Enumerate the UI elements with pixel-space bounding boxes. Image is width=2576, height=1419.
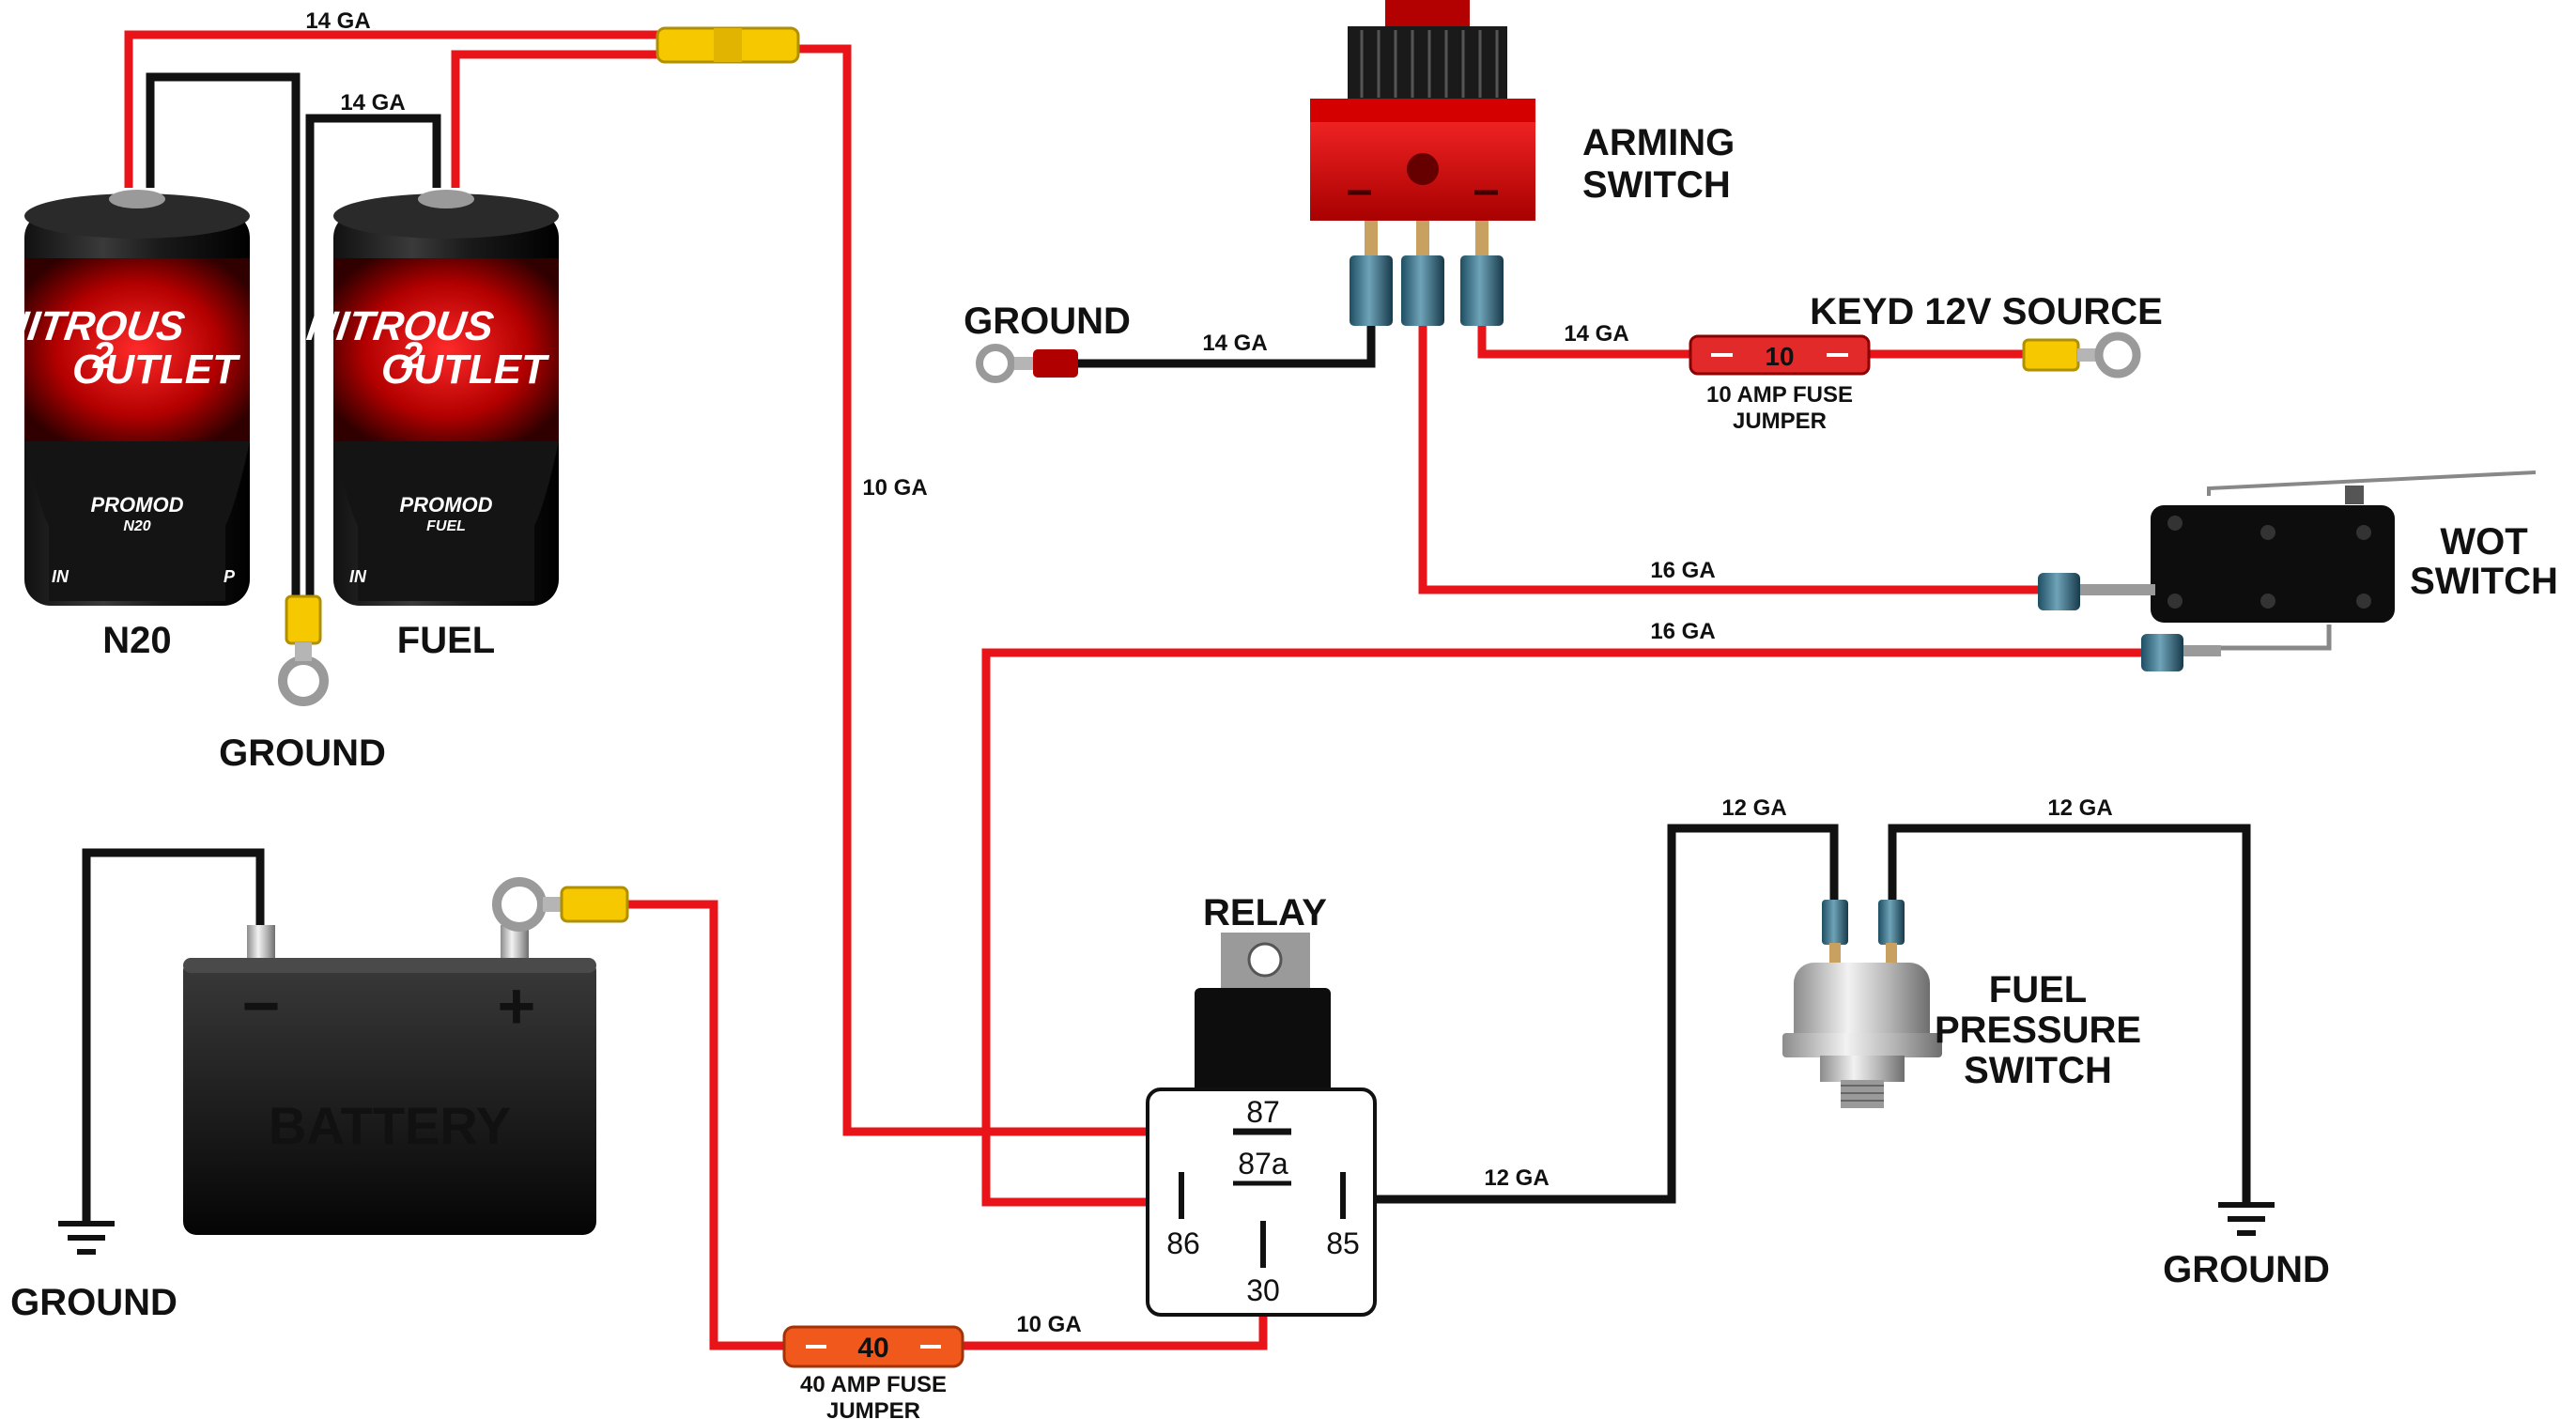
wire-85-to-pressure <box>1375 824 1839 1204</box>
relay-pin-86: 86 <box>1166 1226 1200 1260</box>
gauge-top-red: 14 GA <box>305 8 370 34</box>
relay-pin-87a: 87a <box>1238 1147 1288 1180</box>
arming-ground-label: GROUND <box>964 301 1131 342</box>
wire-arming-ground <box>1075 324 1376 368</box>
arming-fuse-caption-1: 10 AMP FUSE <box>1706 382 1853 408</box>
n2o-brand-top: NITROUS <box>0 303 188 349</box>
gauge-pressure-right: 12 GA <box>2047 795 2112 821</box>
solenoid-ground-label: GROUND <box>219 733 386 774</box>
wire-pressure-ground <box>1888 824 2251 1202</box>
arming-switch-label-1: ARMING <box>1582 122 1735 163</box>
gauge-relay-85: 12 GA <box>1484 1165 1549 1191</box>
gauge-feed-87: 10 GA <box>862 475 927 501</box>
fuel-pressure-label-1: FUEL <box>1989 969 2087 1010</box>
fuel-pressure-label-2: PRESSURE <box>1935 1010 2141 1051</box>
wire-fuel-power <box>451 50 662 188</box>
gauge-wot-in: 16 GA <box>1650 558 1715 583</box>
battery-fuse-40a: 40 <box>782 1325 964 1368</box>
gauge-top-black: 14 GA <box>340 90 405 116</box>
wire-battery-feed <box>627 900 784 1350</box>
top-butt-connector <box>656 26 800 64</box>
relay-pin-87: 87 <box>1246 1095 1280 1129</box>
wire-fuel-ground <box>305 114 441 601</box>
pressure-ground-label: GROUND <box>2163 1249 2330 1290</box>
wire-n2o-ground <box>146 72 301 601</box>
wire-battery-ground <box>82 848 265 1221</box>
fuel-brand-mid: 2 <box>401 335 423 377</box>
arming-ground-terminal <box>976 344 1078 383</box>
arming-fuse-10a: 10 <box>1689 334 1871 376</box>
battery-fuse-value: 40 <box>857 1333 888 1364</box>
wire-arming-to-wot <box>1418 324 2038 594</box>
n2o-series: PROMOD <box>91 493 184 517</box>
wot-label-1: WOT <box>2440 521 2527 563</box>
battery-label: BATTERY <box>269 1096 511 1155</box>
fuel-series: PROMOD <box>400 493 493 517</box>
fuel-port-in: IN <box>349 567 367 586</box>
keyed-source-terminal <box>2022 332 2141 378</box>
battery-ground-label: GROUND <box>10 1282 177 1323</box>
wot-lever-wire <box>2216 625 2332 651</box>
n2o-brand-mid: 2 <box>92 335 114 377</box>
wire-n2o-power <box>124 30 662 188</box>
wire-wot-to-86 <box>981 648 2151 1207</box>
n2o-label: N20 <box>102 620 171 661</box>
gauge-arming-ground: 14 GA <box>1202 331 1267 356</box>
battery: − + BATTERY <box>183 925 596 1235</box>
battery-minus-symbol: − <box>242 969 281 1042</box>
fuel-pressure-label-3: SWITCH <box>1964 1050 2112 1091</box>
fuel-solenoid: NITROUS 2 OUTLET PROMOD FUEL IN <box>304 190 559 606</box>
battery-plus-symbol: + <box>498 969 536 1042</box>
relay-pin-85: 85 <box>1326 1226 1360 1260</box>
wires <box>82 30 2332 1350</box>
fuel-label: FUEL <box>397 620 495 661</box>
relay-label: RELAY <box>1203 892 1327 933</box>
arming-switch-label-2: SWITCH <box>1582 164 1731 206</box>
battery-positive-terminal <box>492 877 629 932</box>
wot-label-2: SWITCH <box>2410 561 2558 602</box>
wot-switch <box>2038 470 2537 671</box>
arming-switch <box>1310 0 1535 326</box>
gauge-pressure-left: 12 GA <box>1721 795 1786 821</box>
relay <box>1146 933 1377 1317</box>
pressure-ground-symbol <box>2218 1202 2275 1236</box>
relay-pin-30: 30 <box>1246 1273 1280 1307</box>
fuel-sub: FUEL <box>426 518 466 534</box>
arming-fuse-caption-2: JUMPER <box>1733 409 1827 434</box>
battery-ground-symbol <box>58 1221 115 1255</box>
gauge-arming-source: 14 GA <box>1564 321 1628 347</box>
n2o-port-in: IN <box>52 567 69 586</box>
gauge-battery-feed: 10 GA <box>1016 1312 1081 1337</box>
fuel-pressure-switch <box>1782 900 1942 1108</box>
n2o-brand-bottom: OUTLET <box>72 347 240 393</box>
n2o-sub: N20 <box>123 518 150 534</box>
battery-fuse-caption-1: 40 AMP FUSE <box>800 1372 947 1397</box>
wire-feed-87 <box>794 44 1230 1136</box>
n2o-port-out: P <box>224 567 236 586</box>
solenoid-ground-terminal <box>278 594 329 706</box>
n2o-solenoid: NITROUS 2 OUTLET PROMOD N20 IN P <box>0 190 250 606</box>
fuel-brand-top: NITROUS <box>304 303 497 349</box>
battery-fuse-caption-2: JUMPER <box>826 1398 920 1419</box>
keyed-source-label: KEYD 12V SOURCE <box>1810 291 2163 332</box>
arming-fuse-value: 10 <box>1765 342 1794 371</box>
gauge-wot-out: 16 GA <box>1650 619 1715 644</box>
fuel-brand-bottom: OUTLET <box>381 347 549 393</box>
wire-arming-source <box>1477 324 1690 359</box>
